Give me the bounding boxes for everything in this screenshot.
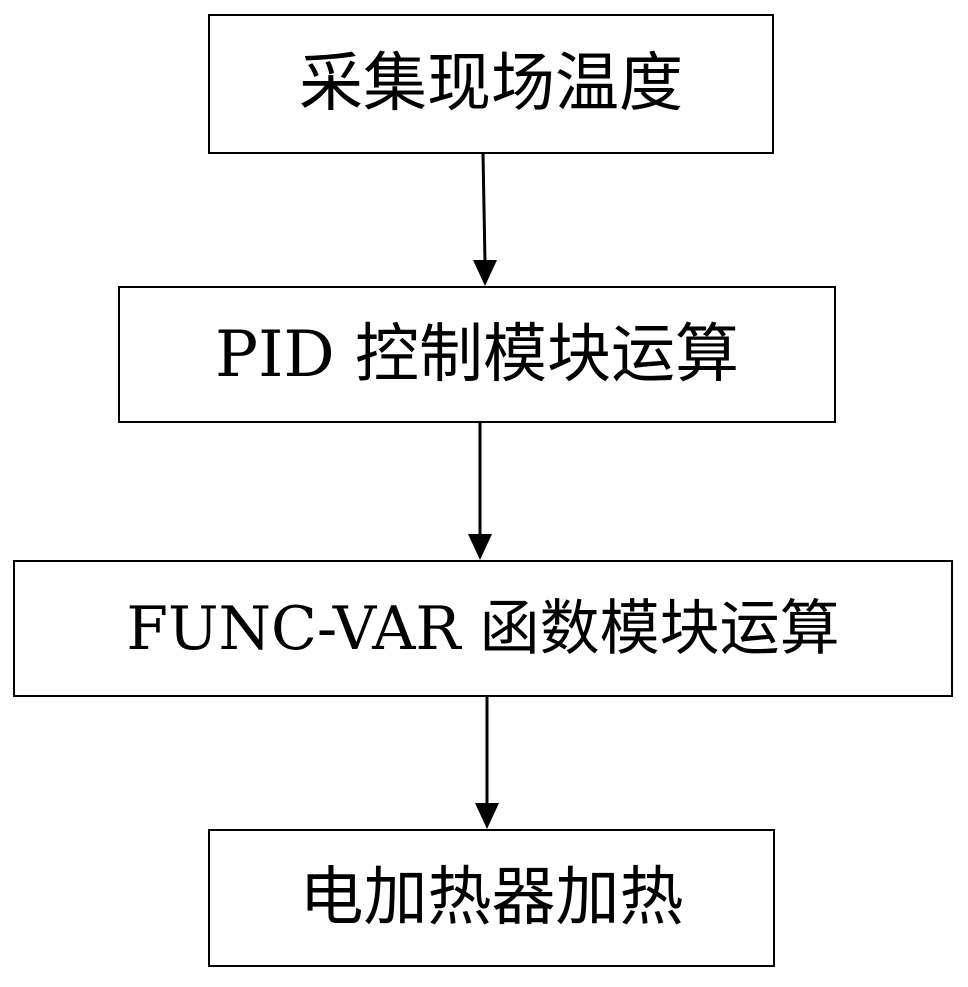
step-func-var: FUNC-VAR 函数模块运算 [13,560,953,697]
arrow-step2-to-step3 [468,423,492,560]
step-label: FUNC-VAR 函数模块运算 [126,593,840,664]
step-pid-control: PID 控制模块运算 [118,286,836,423]
step-label: PID 控制模块运算 [215,317,739,392]
step-label: 电加热器加热 [299,861,684,935]
step-electric-heater: 电加热器加热 [208,829,775,967]
arrow-step3-to-step4 [475,697,499,829]
step-label: 采集现场温度 [299,47,683,121]
arrow-step1-to-step2 [473,153,497,286]
step-collect-temperature: 采集现场温度 [208,14,774,154]
